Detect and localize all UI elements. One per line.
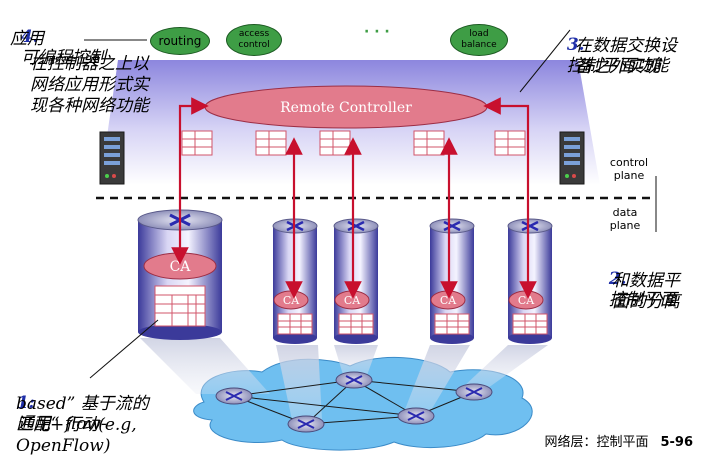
flow-table-icon xyxy=(255,130,287,156)
router-icon xyxy=(215,387,253,405)
switch-small-2: CA xyxy=(333,218,379,344)
flow-table-icon xyxy=(494,130,526,156)
note-4-number: 4. xyxy=(20,27,39,47)
flow-table-icon xyxy=(413,130,445,156)
control-plane-label: control plane xyxy=(609,156,649,182)
flow-table-icon xyxy=(277,313,313,335)
flow-table-icon xyxy=(319,130,351,156)
note-3-title: 控制平面功能 xyxy=(566,56,669,76)
note-2: 2. 控制平面 xyxy=(598,248,677,311)
app-load-balance: load balance xyxy=(450,24,508,56)
ca-label: CA xyxy=(344,294,361,307)
app-load-balance-label: load balance xyxy=(461,29,497,50)
app-routing: routing xyxy=(150,27,210,55)
remote-controller: Remote Controller xyxy=(204,85,488,129)
server-right-icon xyxy=(559,131,585,185)
app-ellipsis: · · · xyxy=(364,24,390,40)
flow-table-icon xyxy=(338,313,374,335)
router-icon xyxy=(397,407,435,425)
cloud-routers xyxy=(215,371,493,433)
ca-label: CA xyxy=(170,259,192,275)
note-3: 3. 控制平面功能 xyxy=(556,14,669,77)
note-4-detail: 在控制器之上以 网络应用形式实 现各种网络功能 xyxy=(30,54,149,116)
app-access-control-label: access control xyxy=(238,29,270,50)
note-1: 1: 通用“ flow- xyxy=(6,372,107,435)
note-1-detail: based” 基于流的 匹配+行动(e.g, OpenFlow) xyxy=(16,394,149,456)
footer-title: 网络层：控制平面 xyxy=(544,435,649,450)
arrow-right xyxy=(483,97,537,299)
slide-footer: 网络层：控制平面 5-96 xyxy=(544,431,693,450)
note-4-title: 可编程控制 xyxy=(20,48,106,68)
note1-leader xyxy=(89,319,159,379)
ca-label: CA xyxy=(283,294,300,307)
note-3-number: 3. xyxy=(566,35,585,55)
arrow-left xyxy=(171,97,209,265)
ca-label: CA xyxy=(518,294,535,307)
flow-table-icon xyxy=(181,130,213,156)
data-plane-label: data plane xyxy=(609,206,641,232)
note-2-detail: 和数据平 面的分离 xyxy=(612,271,680,312)
control-arrows xyxy=(171,97,537,299)
note-1-number: 1: xyxy=(16,393,35,413)
router-icon xyxy=(287,415,325,433)
switch-small-3: CA xyxy=(429,218,475,344)
router-icon xyxy=(455,383,493,401)
note-2-title: 控制平面 xyxy=(608,290,677,310)
server-left-icon xyxy=(99,131,125,185)
flow-table-icon xyxy=(434,313,470,335)
note-1-title: 通用“ flow- xyxy=(16,414,107,434)
note-2-number: 2. xyxy=(608,269,627,289)
note-4: 4. 可编程控制 xyxy=(10,6,106,69)
ca-label: CA xyxy=(440,294,457,307)
remote-controller-label: Remote Controller xyxy=(280,100,412,116)
switch-small-4: CA xyxy=(507,218,553,344)
router-icon xyxy=(335,371,373,389)
note3-leader xyxy=(519,29,571,93)
app-routing-label: routing xyxy=(158,33,202,48)
note-3-detail: 在数据交换设 备之外实现 xyxy=(575,36,677,77)
page-number: 5-96 xyxy=(660,435,693,450)
flow-table-icon xyxy=(512,313,548,335)
switch-beams xyxy=(140,338,548,420)
flow-table-icon xyxy=(154,285,206,327)
note-4-title-2: 应用 xyxy=(10,29,44,49)
app-access-control: access control xyxy=(226,24,282,56)
